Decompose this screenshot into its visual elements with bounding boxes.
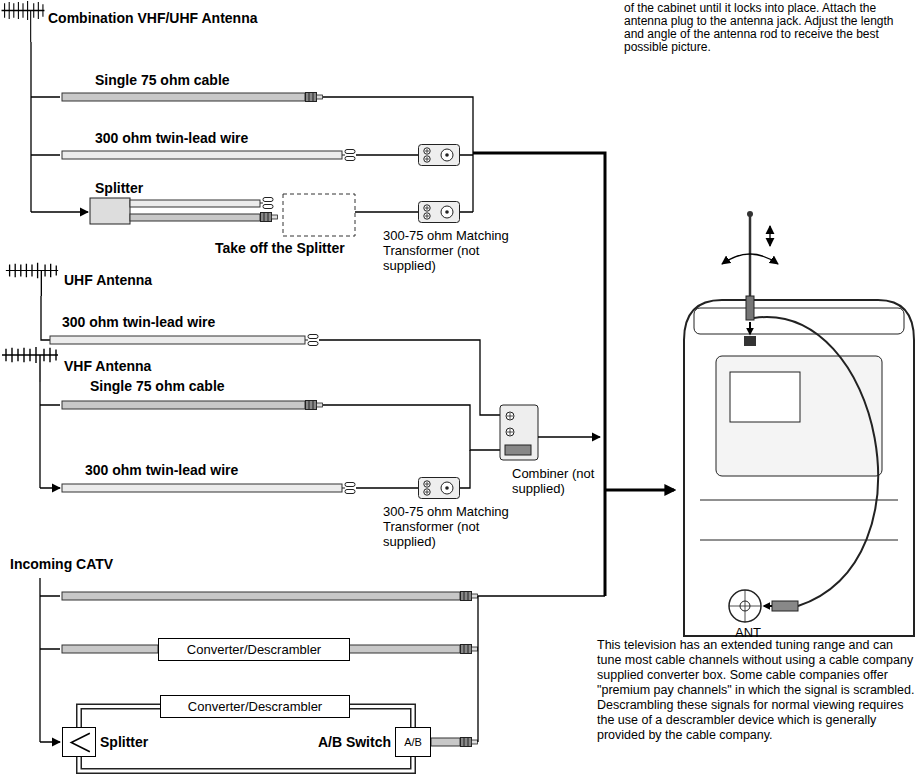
- antenna-label: VHF Antenna: [64, 358, 151, 374]
- rotate-arrow: [722, 254, 778, 264]
- twin-lead-wire: [62, 151, 342, 159]
- cable-connector: [79, 757, 413, 771]
- coax-plug: [306, 93, 323, 102]
- combiner-icon: [500, 405, 538, 460]
- antenna-icon: [2, 1, 45, 42]
- removed-splitter-outline: [283, 194, 355, 236]
- transformer-label: 300-75 ohm Matching Transformer (not sup…: [383, 228, 523, 273]
- coax-cable: [62, 592, 460, 600]
- spade-lug: [260, 198, 273, 209]
- transformer-label: 300-75 ohm Matching Transformer (not sup…: [383, 504, 523, 549]
- adjust-arrow: [769, 226, 770, 246]
- source-label: Incoming CATV: [10, 556, 113, 572]
- splitter-label: Splitter: [95, 180, 143, 196]
- twin-lead-wire: [130, 200, 260, 207]
- coax-cable: [340, 645, 460, 653]
- coax-cable: [130, 214, 260, 221]
- rod-socket: [744, 336, 756, 346]
- catv-section: [40, 578, 605, 747]
- main-feed: [473, 153, 674, 596]
- tv-top-rim: [694, 308, 904, 334]
- antenna-jack: [729, 590, 761, 622]
- thick-feed-line: [473, 153, 605, 596]
- insert-arrow: [749, 322, 751, 334]
- twin-lead-wire: [62, 484, 342, 492]
- antenna-jack: [729, 590, 761, 622]
- twin-lead-wire: [50, 336, 305, 344]
- insert-arrow: [764, 605, 772, 607]
- antenna-label: UHF Antenna: [64, 272, 152, 288]
- combination-antenna-section: [2, 1, 473, 236]
- combiner-label: Combiner (not supplied): [512, 466, 598, 496]
- splitter-icon: [90, 198, 130, 224]
- coax-plug: [461, 592, 478, 601]
- jack-label: ANT: [735, 625, 761, 640]
- coax-plug: [306, 401, 323, 410]
- wire: [356, 154, 418, 155]
- rear-cover: [730, 372, 800, 422]
- box-text: A/B: [404, 736, 422, 748]
- converter-box: Converter/Descrambler: [160, 695, 350, 718]
- feed-line: [30, 42, 31, 212]
- antenna-rod: [746, 296, 754, 320]
- wire: [323, 405, 505, 450]
- coax-cable: [62, 645, 158, 653]
- uhf-vhf-section: [2, 263, 600, 499]
- spade-lug: [342, 150, 355, 161]
- cable-label: 300 ohm twin-lead wire: [85, 462, 238, 478]
- coax-plug: [461, 738, 478, 747]
- matching-transformer: [419, 202, 460, 223]
- tv-cabinet: [684, 300, 914, 636]
- box-heading: A/B Switch: [318, 734, 391, 750]
- matching-transformer: [419, 145, 460, 166]
- note-paragraph: This television has an extended tuning r…: [597, 638, 915, 743]
- splitter-symbol: [63, 728, 95, 756]
- rear-panel: [716, 356, 882, 476]
- cable-label: Single 75 ohm cable: [90, 378, 225, 394]
- box-text: Converter/Descrambler: [159, 639, 349, 660]
- spade-lug: [305, 335, 318, 346]
- antenna-lead: [754, 317, 878, 606]
- antenna-label: Combination VHF/UHF Antenna: [48, 10, 257, 26]
- feed-line: [41, 296, 50, 340]
- antenna-rod: [747, 211, 753, 217]
- splitter-box: Splitter: [62, 727, 96, 757]
- branch-arrow: [40, 596, 60, 742]
- output-arrow: [538, 436, 600, 437]
- thick-arrow: [605, 489, 674, 492]
- antenna-icon: [6, 263, 58, 296]
- instruction-note: of the cabinet until it locks into place…: [624, 2, 915, 54]
- cable-connector: [350, 707, 413, 728]
- wire: [355, 211, 418, 212]
- coax-cable: [62, 93, 305, 101]
- coax-cable: [62, 401, 305, 409]
- coax-cable: [431, 738, 460, 746]
- feed-line: [39, 578, 40, 742]
- ab-switch-box: A/B SwitchA/B: [395, 727, 431, 757]
- cable-label: Single 75 ohm cable: [95, 72, 230, 88]
- coax-plug: [261, 213, 278, 222]
- wire: [356, 487, 418, 488]
- wire: [478, 596, 605, 742]
- cable-label: 300 ohm twin-lead wire: [95, 130, 248, 146]
- antenna-plug: [772, 601, 798, 611]
- cable-connector: [79, 707, 160, 728]
- wire: [323, 97, 473, 212]
- coax-plug: [461, 645, 478, 654]
- feed-line: [39, 382, 40, 488]
- box-text: Converter/Descrambler: [161, 696, 349, 717]
- cable-label: 300 ohm twin-lead wire: [62, 314, 215, 330]
- antenna-icon: [2, 347, 58, 382]
- wire: [460, 450, 470, 488]
- matching-transformer: [419, 478, 460, 499]
- converter-box: Converter/Descrambler: [158, 638, 350, 661]
- box-heading: Splitter: [100, 734, 148, 750]
- wire: [319, 340, 503, 415]
- spade-lug: [342, 483, 355, 494]
- branch-arrow: [40, 405, 60, 488]
- instruction-label: Take off the Splitter: [215, 240, 345, 256]
- television-rear: [684, 211, 914, 636]
